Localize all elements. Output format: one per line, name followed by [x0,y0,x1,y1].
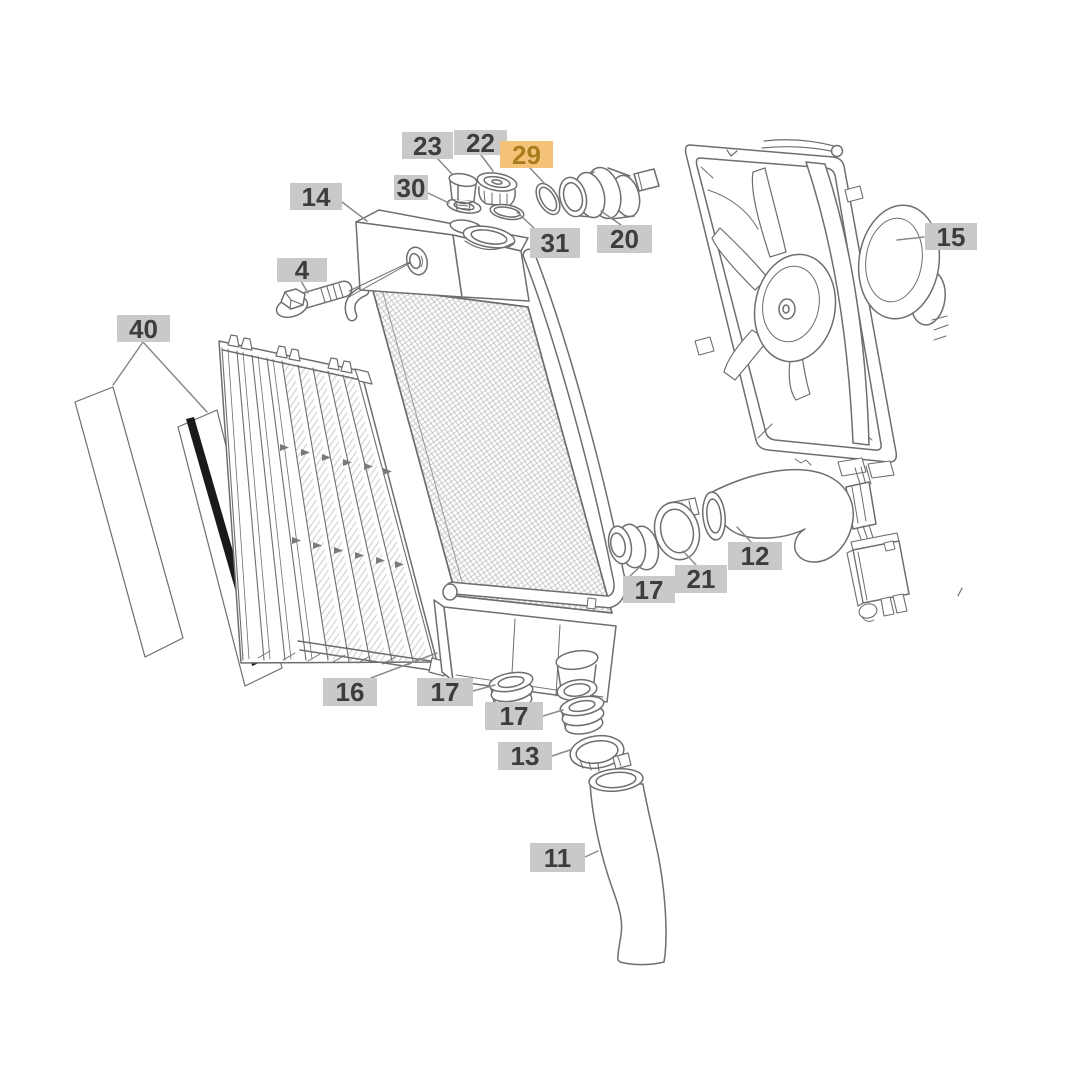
radiator-cap-22 [476,172,518,207]
callout-20[interactable]: 20 [597,225,652,253]
callout-16[interactable]: 16 [323,678,377,706]
o-ring-31 [489,203,525,221]
callout-30[interactable]: 30 [394,175,428,201]
o-ring-29 [535,182,561,216]
fan-wiring-connector [845,465,910,622]
cooling-fan-assembly [684,139,963,597]
mounting-bolt [275,261,411,319]
callout-4[interactable]: 4 [277,257,327,283]
grommet-17-middle [607,523,660,571]
callout-17-b[interactable]: 17 [417,678,473,706]
callout-17-a[interactable]: 17 [623,576,675,603]
bleed-screw-23 [448,172,478,212]
radiator-core [371,286,613,614]
callout-29[interactable]: 29 [500,141,553,168]
lower-hose-11 [588,768,667,966]
callout-14[interactable]: 14 [290,183,342,210]
upper-hose-12 [702,469,854,563]
callout-23[interactable]: 23 [402,132,453,159]
callout-17-c[interactable]: 17 [485,702,543,730]
hose-clamp-21 [653,497,701,561]
leader-lines [112,154,925,858]
grommet-17-lower-b [559,695,605,735]
decal-sticker-left [74,386,184,658]
callout-12[interactable]: 12 [728,542,782,570]
louver-grille [218,334,448,677]
callout-13[interactable]: 13 [498,742,552,770]
hose-clamp-13 [569,734,632,772]
callout-40[interactable]: 40 [117,315,170,342]
callout-21[interactable]: 21 [675,565,727,593]
callout-15[interactable]: 15 [925,223,977,250]
radiator-side-frame [442,248,627,610]
callout-31[interactable]: 31 [530,228,580,258]
radiator-bottom-tank [433,599,617,703]
callout-22[interactable]: 22 [454,130,507,156]
temp-sensor-housing-20 [558,166,660,220]
callout-11[interactable]: 11 [530,843,585,872]
